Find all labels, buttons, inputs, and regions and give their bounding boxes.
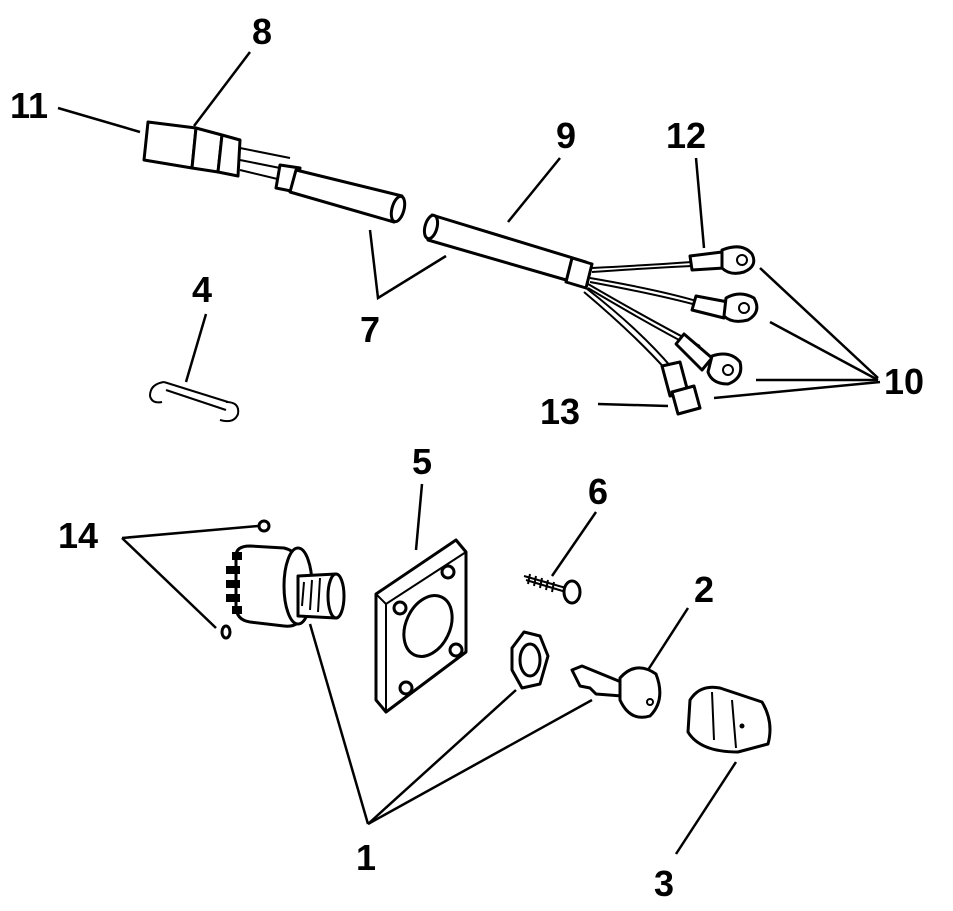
callout-7: 7 <box>360 309 380 350</box>
ring-terminal-top <box>688 245 756 275</box>
callout-labels: 8 11 9 12 4 7 10 13 5 6 14 2 1 3 <box>10 11 924 904</box>
bullet-terminal <box>660 360 702 416</box>
callout-9: 9 <box>556 115 576 156</box>
callout-6: 6 <box>588 471 608 512</box>
mounting-plate <box>374 538 468 714</box>
key-cover-boot <box>686 685 772 754</box>
leader-lines <box>57 51 881 855</box>
callout-2: 2 <box>694 569 714 610</box>
ignition-key <box>570 664 662 719</box>
callout-13: 13 <box>540 391 580 432</box>
ignition-switch-body <box>226 544 346 628</box>
callout-12: 12 <box>666 115 706 156</box>
callout-4: 4 <box>192 269 212 310</box>
ring-terminal-middle <box>690 292 759 323</box>
harness-leads <box>583 261 701 373</box>
harness-cable-sleeve-rear <box>288 168 407 224</box>
harness-connector-plug <box>142 120 302 194</box>
callout-5: 5 <box>412 441 432 482</box>
mounting-screw <box>523 573 582 605</box>
callout-1: 1 <box>356 837 376 878</box>
callout-10: 10 <box>884 361 924 402</box>
switch-hex-nut <box>510 630 550 690</box>
terminal-nuts <box>220 519 271 640</box>
callout-3: 3 <box>654 863 674 904</box>
callout-11: 11 <box>10 85 48 126</box>
harness-cable-sleeve-front <box>422 213 594 290</box>
retainer-clip <box>148 381 240 423</box>
callout-14: 14 <box>58 515 98 556</box>
ring-terminal-bottom <box>674 332 743 386</box>
callout-8: 8 <box>252 11 272 52</box>
